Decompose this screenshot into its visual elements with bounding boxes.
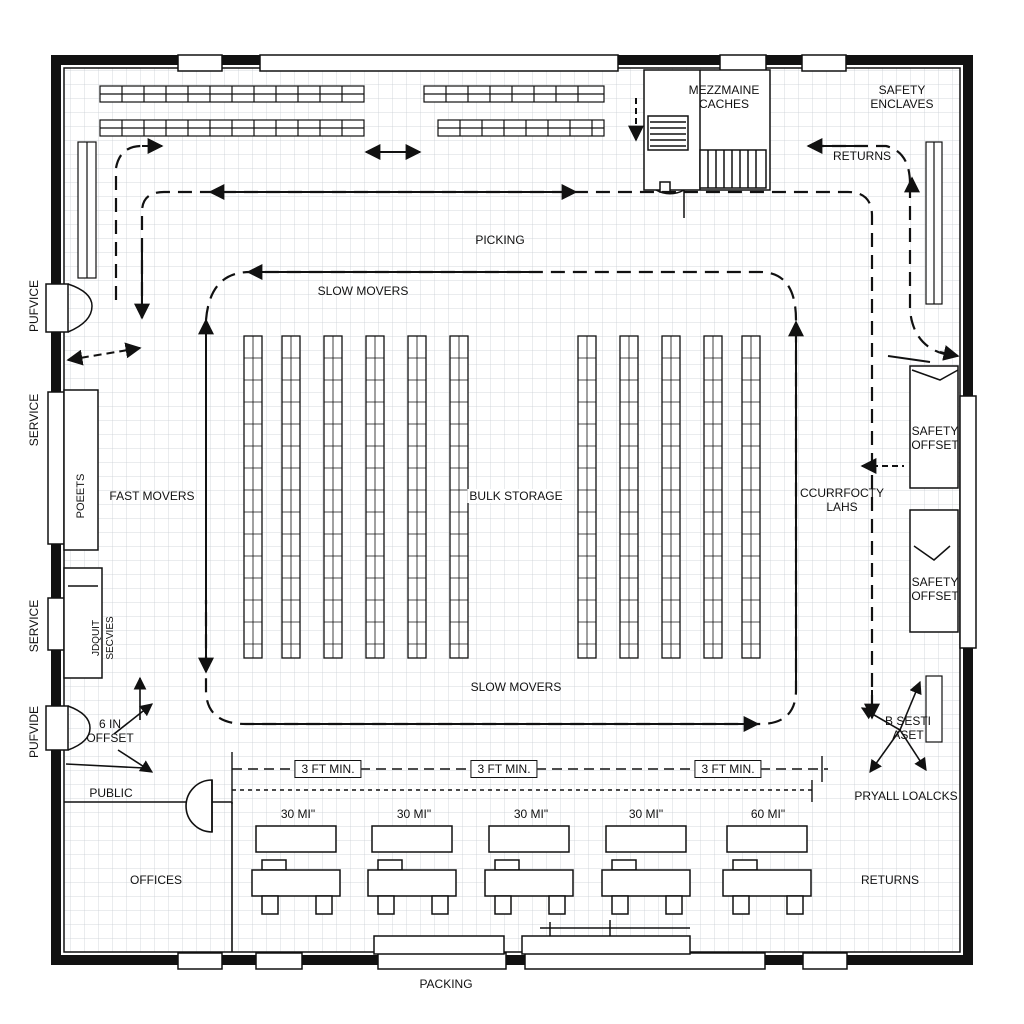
station-monitor (377, 859, 403, 871)
packing-conveyor (373, 920, 691, 955)
station-chair (548, 895, 566, 915)
station-monitor (611, 859, 637, 871)
station-monitor (732, 859, 758, 871)
station-chair (611, 895, 629, 915)
station-table-5 (726, 825, 808, 853)
station-chair (786, 895, 804, 915)
station-chair (315, 895, 333, 915)
station-chair (261, 895, 279, 915)
left-doors (45, 283, 93, 751)
packing-stations (251, 825, 812, 915)
station-monitor (494, 859, 520, 871)
aisle-arrows (66, 98, 960, 732)
station-monitor (261, 859, 287, 871)
station-table-3 (488, 825, 570, 853)
mezzanine-block (643, 69, 771, 218)
safety-offset-bays (909, 365, 959, 633)
offset-arrows-left (65, 676, 154, 773)
station-chair (431, 895, 449, 915)
station-desk-2 (367, 869, 457, 897)
station-desk-1 (251, 869, 341, 897)
station-table-2 (371, 825, 453, 853)
station-chair (665, 895, 683, 915)
side-racks (77, 141, 943, 743)
station-chair (732, 895, 750, 915)
offset-arrows-right (860, 680, 927, 774)
station-chair (377, 895, 395, 915)
lower-partitions (64, 779, 233, 952)
station-chair (494, 895, 512, 915)
top-rack-rows (99, 85, 605, 137)
station-desk-3 (484, 869, 574, 897)
wall-openings (47, 54, 977, 970)
station-table-4 (605, 825, 687, 853)
storage-racks (243, 335, 761, 659)
station-desk-4 (601, 869, 691, 897)
left-wall-rooms (63, 389, 103, 679)
station-desk-5 (722, 869, 812, 897)
station-table-1 (255, 825, 337, 853)
